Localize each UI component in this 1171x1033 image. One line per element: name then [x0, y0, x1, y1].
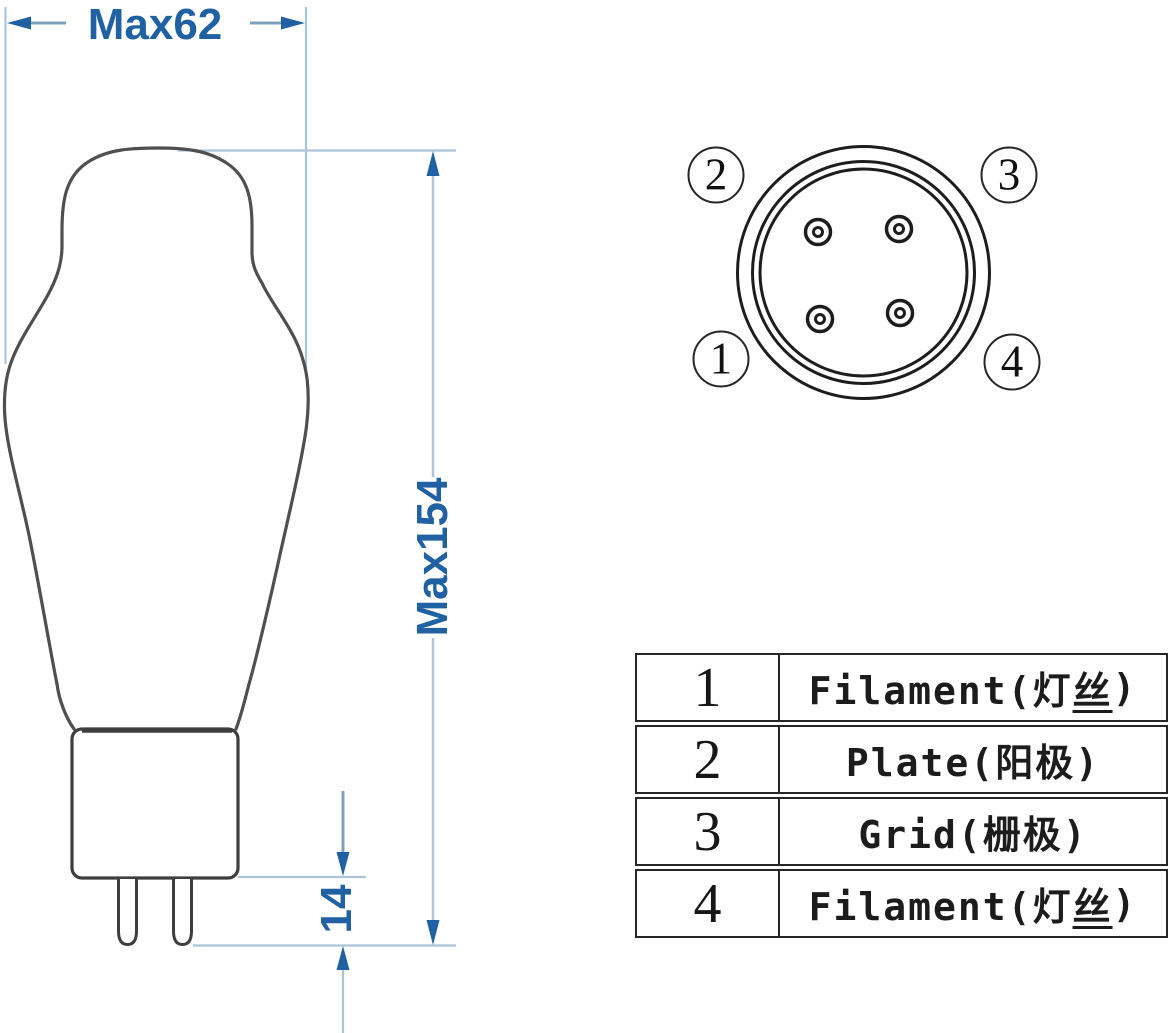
- socket-pin-4: [885, 298, 915, 328]
- pin-number-badge-1: 1: [692, 330, 750, 388]
- socket-pin-2: [803, 217, 833, 247]
- arrowhead-down-icon: [426, 920, 440, 945]
- tube-envelope-path: [2, 146, 310, 731]
- pin-function-close: ): [1112, 665, 1138, 710]
- pin-number-badge-2: 2: [687, 146, 745, 204]
- tube-pin-left: [117, 879, 138, 947]
- tube-glass-outline: [2, 146, 310, 731]
- pin-number-label: 2: [704, 149, 728, 200]
- table-row: 4 Filament(灯丝): [635, 869, 1168, 938]
- socket-middle-ring: [751, 160, 976, 385]
- dim-pin-length-label: 14: [312, 884, 361, 934]
- pin-number-badge-4: 4: [983, 333, 1041, 391]
- pin-function-underlined: 丝: [1072, 885, 1113, 929]
- pin-number-cell: 3: [637, 799, 780, 864]
- pin-function-text: Plate(阳极): [845, 741, 1101, 785]
- socket-pin-1: [805, 304, 835, 334]
- socket-outer-ring: [736, 145, 991, 400]
- pin-number-label: 3: [997, 149, 1021, 200]
- dim-height-label: Max154: [408, 477, 457, 637]
- pin-number-badge-3: 3: [980, 146, 1038, 204]
- pin-function-text: Filament(灯: [808, 669, 1073, 713]
- arrowhead-left-icon: [7, 16, 31, 30]
- tube-base: [70, 727, 240, 880]
- table-row: 3 Grid(栅极): [635, 797, 1168, 866]
- extension-lines: [4, 7, 456, 1033]
- pin-function-cell: Filament(灯丝): [780, 871, 1166, 936]
- pinout-table: 1 Filament(灯丝) 2 Plate(阳极) 3 Grid(栅极) 4 …: [635, 653, 1168, 938]
- table-row: 1 Filament(灯丝): [635, 653, 1168, 722]
- pin-number-cell: 2: [637, 727, 780, 792]
- dimension-pin-length-14: [336, 791, 350, 970]
- pin-number-label: 1: [709, 333, 733, 384]
- arrowhead-right-icon: [281, 16, 305, 30]
- tube-pin-right: [172, 879, 193, 947]
- pin-function-text: Grid(栅极): [858, 813, 1088, 857]
- pin-function-cell: Plate(阳极): [780, 727, 1166, 792]
- arrowhead-up-icon: [336, 946, 350, 970]
- socket-inner-ring: [758, 167, 969, 378]
- tube-pins: [117, 879, 193, 947]
- arrowhead-down-icon: [336, 852, 350, 876]
- pin-function-cell: Grid(栅极): [780, 799, 1166, 864]
- socket-pin-3: [884, 214, 914, 244]
- base-body: [70, 727, 240, 880]
- arrowhead-up-icon: [426, 151, 440, 176]
- dimension-width-max62: [7, 16, 305, 30]
- pin-number-cell: 4: [637, 871, 780, 936]
- pin-function-text: Filament(灯: [808, 885, 1073, 929]
- socket-diagram: [736, 145, 991, 400]
- pin-number-cell: 1: [637, 655, 780, 720]
- pin-function-cell: Filament(灯丝): [780, 655, 1166, 720]
- pin-function-underlined: 丝: [1072, 669, 1113, 713]
- table-row: 2 Plate(阳极): [635, 725, 1168, 794]
- pin-function-close: ): [1112, 881, 1138, 926]
- dim-width-label: Max62: [87, 0, 223, 49]
- pin-number-label: 4: [1000, 336, 1024, 387]
- dimension-height-max154: [426, 151, 440, 945]
